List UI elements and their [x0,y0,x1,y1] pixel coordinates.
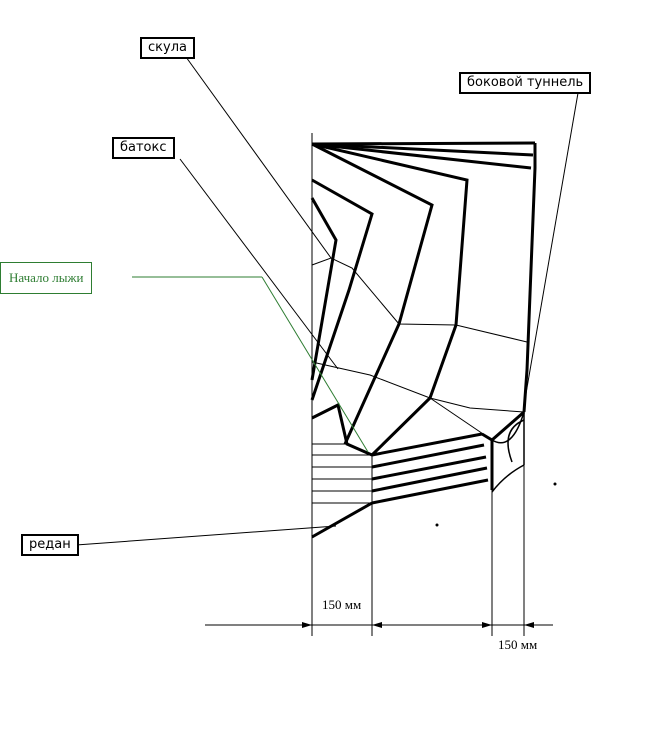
dimension-right: 150 мм [498,637,538,652]
label-skula: скула [140,37,195,59]
small-mark [435,523,439,527]
label-bokovoy-tunnel: боковой туннель [459,72,592,94]
dimension-arrows [302,622,534,628]
step-lines-thin [312,443,372,504]
dimension-lines [205,412,553,636]
label-batoks: батокс [112,137,175,159]
top-outline [311,141,537,168]
label-redan: редан [21,534,79,556]
leader-line-green-diag [261,276,369,453]
side-tunnel [491,411,525,493]
dimension-left: 150 мм [322,597,362,612]
section-lines [310,142,537,457]
small-mark [553,482,557,486]
ski-lines [311,410,525,539]
leader-lines [75,56,579,546]
label-nachalo-lyzhi: Начало лыжи [0,262,93,294]
